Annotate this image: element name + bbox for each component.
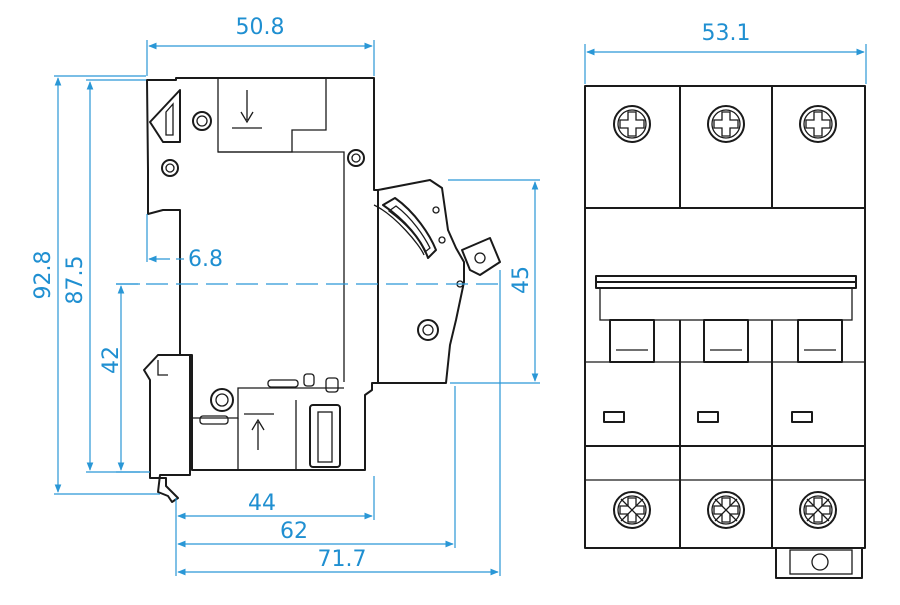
dim-rail-offset: 6.8 [146,214,223,272]
pole-1 [603,105,655,529]
dim-height-total-label: 92.8 [31,251,56,300]
dim-depth-body-label: 44 [248,491,276,516]
dim-height-center: 42 [99,283,140,473]
terminal-screw-top-icon [799,105,837,143]
dim-height-center-label: 42 [99,346,124,374]
dim-height-body: 87.5 [63,79,150,473]
pole-2 [697,105,749,529]
side-view: 50.8 6.8 92.8 87.5 42 [31,15,540,576]
terminal-screw-bottom-icon [799,491,837,529]
dim-front-width: 53.1 [584,21,867,84]
dim-rail-offset-label: 6.8 [188,247,223,272]
dim-top-width-label: 50.8 [236,15,285,40]
terminal-screw-bottom-icon [613,491,651,529]
dim-depth-body: 44 [175,476,375,576]
terminal-screw-bottom-icon [707,491,745,529]
dim-front-width-label: 53.1 [702,21,751,46]
pole-3 [791,105,843,529]
dim-depth-handle-label: 62 [280,519,308,544]
terminal-screw-top-icon [707,105,745,143]
front-view: 53.1 [584,21,867,579]
dim-height-total: 92.8 [31,75,160,495]
dim-height-body-label: 87.5 [63,256,88,305]
dim-top-width: 50.8 [146,15,375,76]
dim-depth-handle: 62 [177,386,456,548]
dim-depth-total-label: 71.7 [318,547,367,572]
dim-handle-height: 45 [448,179,540,384]
dim-depth-total: 71.7 [177,270,501,576]
din-clip [775,548,863,579]
terminal-screw-top-icon [613,105,651,143]
dim-handle-height-label: 45 [509,266,534,294]
side-view-body [143,77,501,503]
